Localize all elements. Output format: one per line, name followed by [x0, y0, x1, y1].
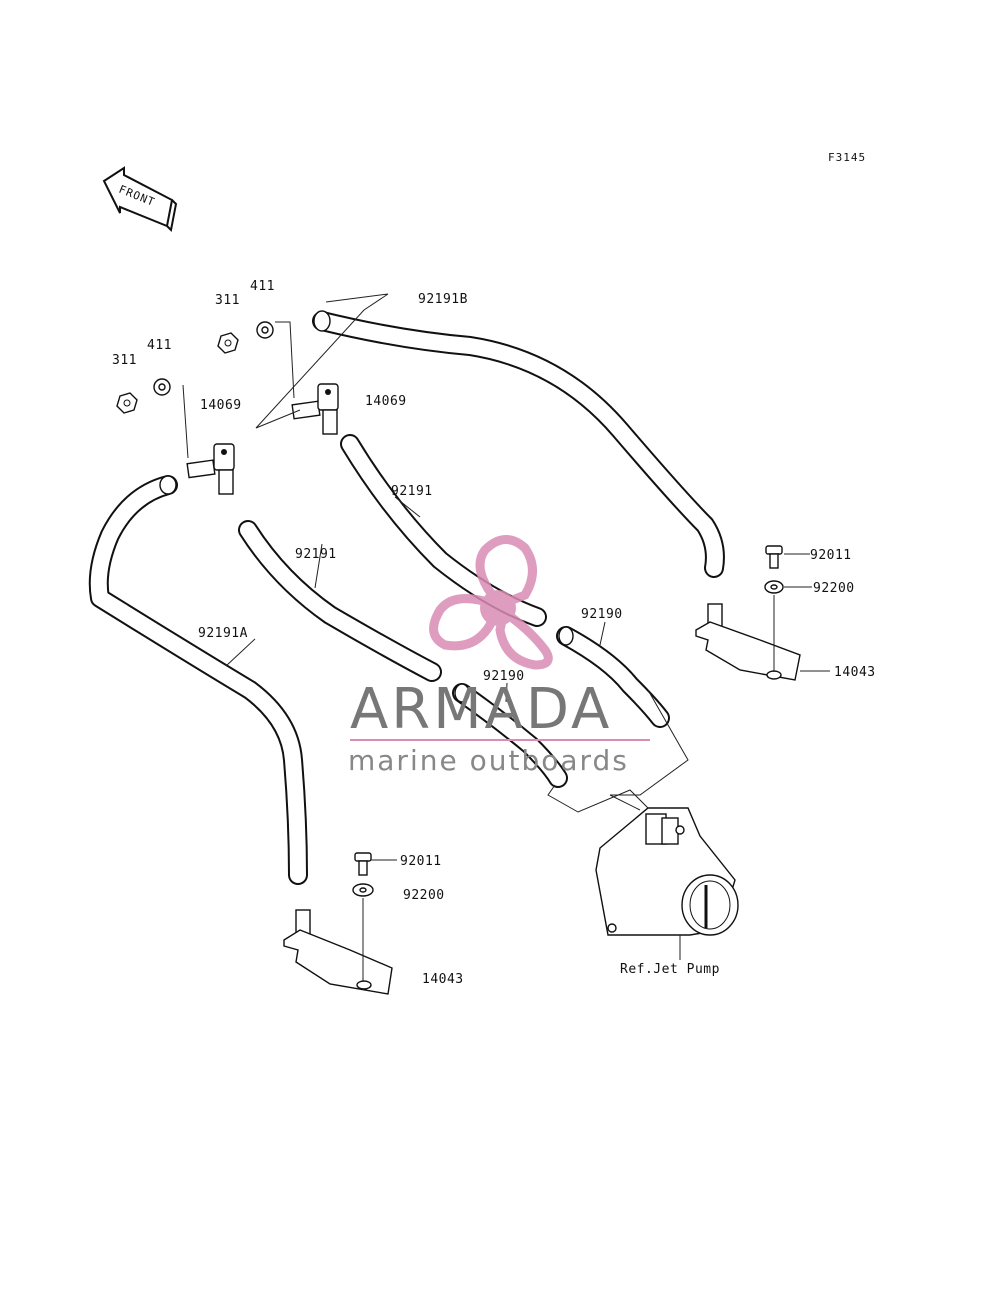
watermark-title: ARMADA — [350, 677, 612, 742]
label-jet-pump: Ref.Jet Pump — [620, 962, 720, 977]
fitting-14069-right[interactable] — [291, 383, 339, 435]
watermark-subtitle: marine outboards — [348, 744, 629, 777]
hose-92191a[interactable] — [88, 475, 308, 885]
label-bolt-92011-left: 92011 — [400, 854, 442, 869]
washer-92200-right-icon[interactable] — [764, 580, 784, 594]
nut-311-right-icon[interactable] — [217, 332, 239, 354]
washer-92200-left-icon[interactable] — [352, 883, 374, 897]
label-nut-311-right: 311 — [215, 293, 240, 308]
label-bracket-14043-left: 14043 — [422, 972, 464, 987]
label-washer-92200-left: 92200 — [403, 888, 445, 903]
bolt-92011-right-icon[interactable] — [765, 545, 783, 569]
label-bracket-14043-right: 14043 — [834, 665, 876, 680]
front-arrow-icon: FRONT — [102, 166, 178, 233]
bolt-92011-left-icon[interactable] — [354, 852, 372, 876]
nut-311-left-icon[interactable] — [116, 392, 138, 414]
label-hose-92191-left: 92191 — [295, 547, 337, 562]
hose-92191-right[interactable] — [340, 434, 547, 627]
label-washer-92200-right: 92200 — [813, 581, 855, 596]
hose-92191-left[interactable] — [238, 520, 442, 682]
label-washer-411-left: 411 — [147, 338, 172, 353]
washer-411-left-icon[interactable] — [153, 378, 171, 396]
label-fitting-14069-left: 14069 — [200, 398, 242, 413]
hose-92190-lower[interactable] — [452, 683, 568, 788]
label-hose-92191a: 92191A — [198, 626, 248, 641]
label-hose-92190-upper: 92190 — [581, 607, 623, 622]
label-bolt-92011-right: 92011 — [810, 548, 852, 563]
watermark-logo-icon — [429, 535, 553, 670]
figure-id: F3145 — [828, 151, 866, 164]
label-nut-311-left: 311 — [112, 353, 137, 368]
label-hose-92191b: 92191B — [418, 292, 468, 307]
hose-92190-upper[interactable] — [556, 626, 670, 728]
washer-411-right-icon[interactable] — [256, 321, 274, 339]
label-washer-411-right: 411 — [250, 279, 275, 294]
jet-pump[interactable] — [595, 807, 739, 936]
bracket-14043-right[interactable] — [695, 603, 801, 681]
label-hose-92190-lower: 92190 — [483, 669, 525, 684]
label-fitting-14069-right: 14069 — [365, 394, 407, 409]
leader-lines — [182, 293, 830, 982]
hose-92191b[interactable] — [312, 310, 725, 578]
bracket-14043-left[interactable] — [283, 909, 393, 995]
fitting-14069-left[interactable] — [186, 443, 235, 495]
label-hose-92191-right: 92191 — [391, 484, 433, 499]
